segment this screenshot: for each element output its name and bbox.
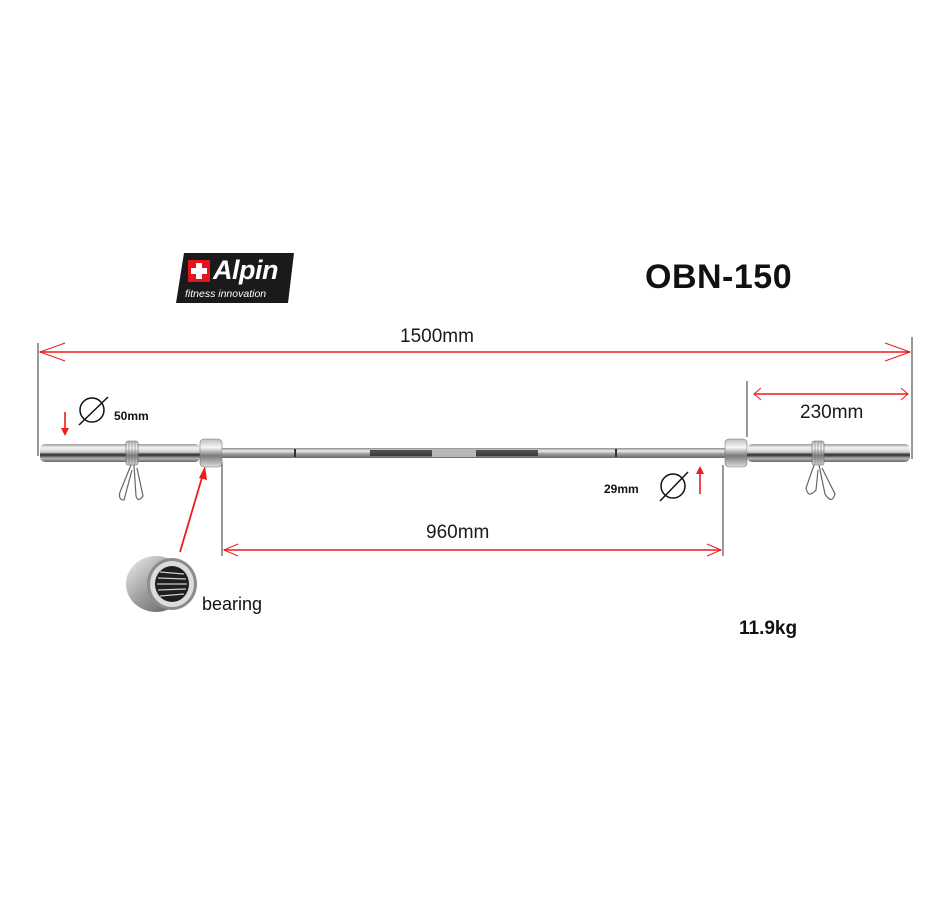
shaft-diameter-arrow bbox=[696, 466, 704, 494]
shaft-diameter-label: 29mm bbox=[604, 482, 639, 496]
sleeve-diameter-arrow bbox=[61, 412, 69, 436]
bearing-image bbox=[126, 556, 197, 612]
brand-name: Alpin bbox=[213, 255, 279, 285]
logo-badge bbox=[176, 253, 294, 303]
bearing-label: bearing bbox=[202, 594, 263, 614]
brand-logo: Alpin fitness innovation bbox=[176, 251, 294, 305]
brand-tagline: fitness innovation bbox=[185, 288, 267, 300]
sleeve-length-label: 230mm bbox=[800, 402, 864, 423]
model-number: OBN-150 bbox=[645, 258, 793, 296]
total-length-label: 1500mm bbox=[400, 326, 474, 347]
diameter-icon bbox=[659, 471, 689, 502]
total-length-arrow bbox=[38, 342, 912, 362]
sleeve-length-arrow bbox=[753, 387, 909, 401]
diameter-icon bbox=[78, 396, 109, 426]
sleeve-diameter-label: 50mm bbox=[114, 409, 149, 423]
guide-lines bbox=[37, 337, 913, 556]
grip-length-arrow bbox=[222, 543, 723, 557]
barbell bbox=[40, 438, 910, 501]
weight-label: 11.9kg bbox=[739, 618, 798, 639]
grip-length-label: 960mm bbox=[426, 522, 490, 543]
bearing-pointer-arrow bbox=[179, 466, 207, 553]
